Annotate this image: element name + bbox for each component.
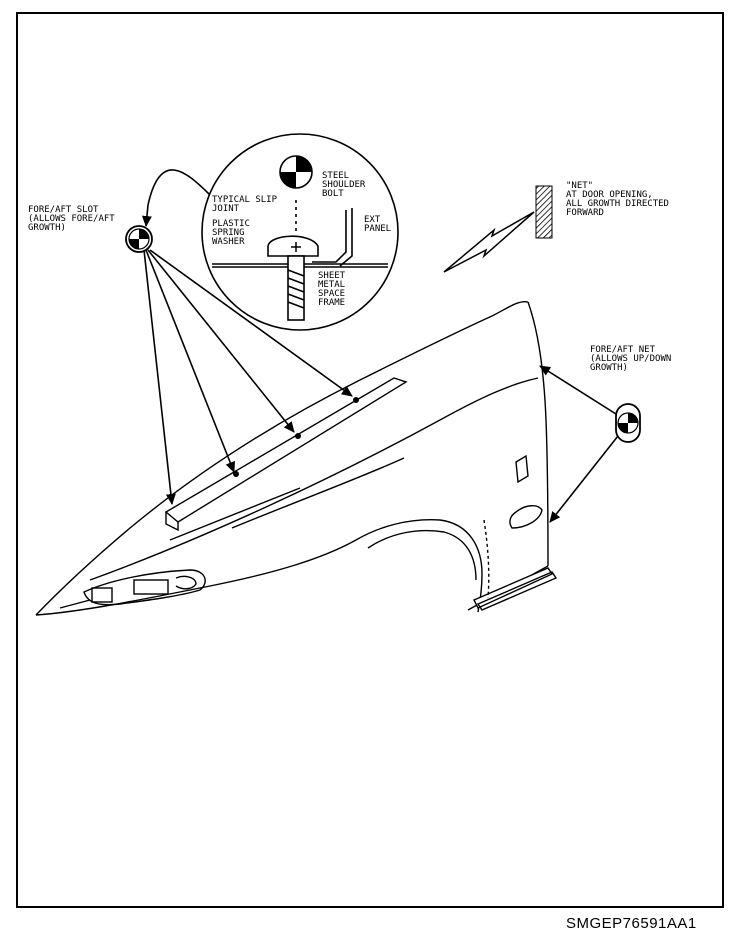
- net-symbol-icon: [615, 403, 641, 443]
- detail-callout: [141, 133, 399, 331]
- fore-aft-slot-label: FORE/AFT SLOT (ALLOWS FORE/AFT GROWTH): [28, 205, 115, 233]
- figure-id: SMGEP76591AA1: [566, 915, 697, 932]
- flange-holes: [233, 397, 359, 477]
- fore-aft-net-label: FORE/AFT NET (ALLOWS UP/DOWN GROWTH): [590, 345, 672, 373]
- net-door-opening-label: "NET" AT DOOR OPENING, ALL GROWTH DIRECT…: [566, 181, 669, 218]
- hatched-net-icon: [535, 185, 553, 239]
- drawing-frame: [16, 12, 724, 908]
- slot-leader-arrows: [143, 249, 353, 505]
- net-leader-arrows: [539, 365, 619, 523]
- sheet-metal-space-frame-label: SHEET METAL SPACE FRAME: [318, 271, 346, 308]
- net-forward-arrow: [443, 211, 535, 273]
- typical-slip-joint-label: TYPICAL SLIP JOINT: [212, 195, 278, 214]
- plastic-spring-washer-label: PLASTIC SPRING WASHER: [212, 219, 250, 247]
- detail-plus-mark: [291, 242, 301, 252]
- steel-shoulder-bolt-label: STEEL SHOULDER BOLT: [322, 171, 366, 199]
- fender-outline: [35, 301, 558, 616]
- bolt-symbol-icon: [279, 155, 313, 189]
- slot-symbol-icon: [125, 225, 153, 253]
- ext-panel-label: EXT PANEL: [364, 215, 392, 234]
